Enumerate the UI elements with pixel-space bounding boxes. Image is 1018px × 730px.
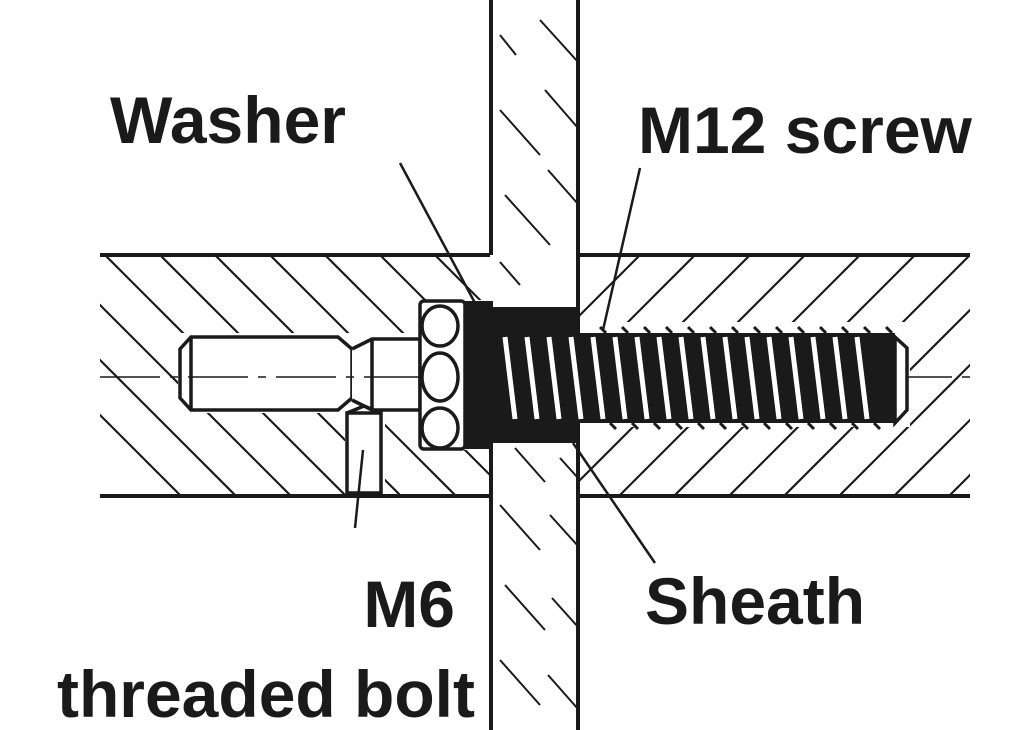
m12-screw [493,325,909,431]
panel-hatch [499,19,578,710]
washer-leader [398,162,477,304]
washer [465,301,493,449]
m6-threaded-bolt [178,335,422,495]
m12-screw-label: M12 screw [638,93,973,167]
hex-nut [418,299,467,451]
m12-screw-leader [601,167,642,331]
block-outlines [100,253,970,498]
m6-label: M6 [363,567,455,641]
washer-label: Washer [110,83,346,157]
sheath-label: Sheath [645,564,865,638]
sheath-leader [571,442,657,564]
panel-outlines [489,0,580,730]
threaded-bolt-label: threaded bolt [57,657,475,730]
m6-leader [353,449,365,529]
leader-lines [353,162,657,564]
